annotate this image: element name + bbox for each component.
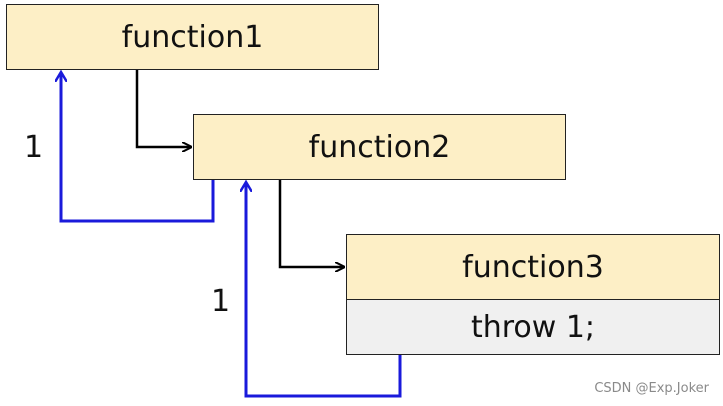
function2-box: function2 [193,114,566,180]
function3-box: function3 [346,234,720,300]
return-value-label-2: 1 [211,284,231,319]
call-arrow-f1-to-f2 [135,70,191,147]
call-arrow-f2-to-f3 [278,180,344,267]
function3-label: function3 [462,249,604,285]
function1-label: function1 [121,19,264,55]
throw-arrow-f2-to-f1 [61,72,215,223]
function2-label: function2 [308,129,451,165]
throw-statement-label: throw 1; [470,309,596,345]
return-value-label-1: 1 [24,130,44,165]
watermark: CSDN @Exp.Joker [594,381,709,396]
throw-arrow-f3-to-f2 [246,182,402,398]
throw-statement-box: throw 1; [346,299,720,355]
function1-box: function1 [6,4,379,70]
